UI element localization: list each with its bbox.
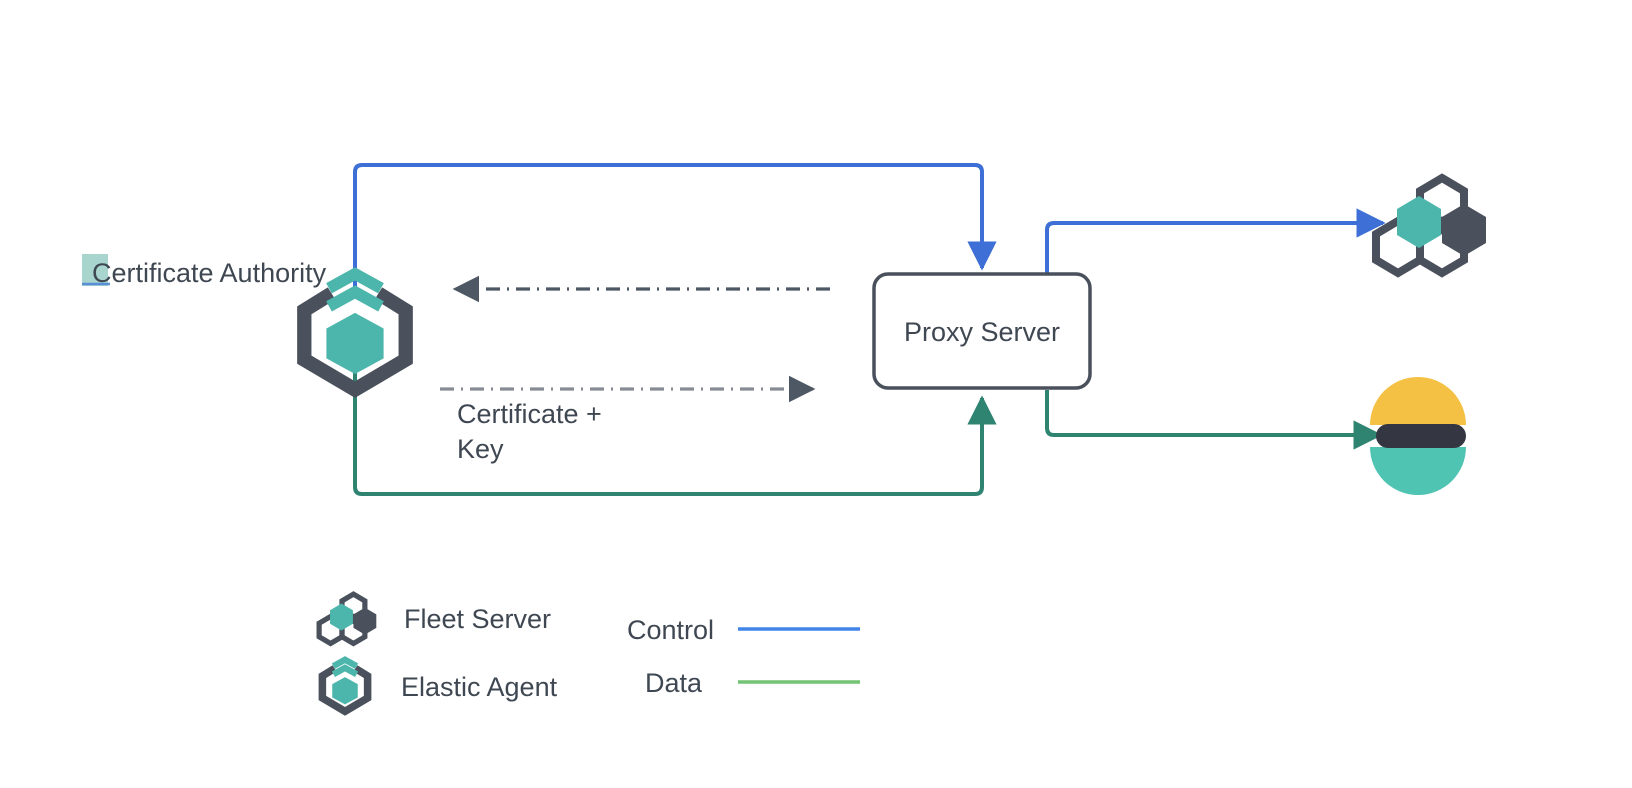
elastic-agent-icon	[297, 267, 413, 398]
fleet-server-icon	[1372, 173, 1486, 278]
proxy-server-label: Proxy Server	[904, 317, 1060, 347]
node-certificate-authority[interactable]: Certificate Authority	[82, 254, 413, 398]
legend-fleet-server-label: Fleet Server	[404, 604, 551, 634]
legend-elastic-agent-label: Elastic Agent	[401, 672, 558, 702]
edge-data-ca-to-proxy	[353, 372, 997, 496]
edge-label-certificate-key: Certificate + Key	[457, 399, 602, 464]
fleet-server-icon	[316, 591, 377, 647]
legend-item-fleet-server: Fleet Server	[316, 591, 551, 647]
elasticsearch-icon	[1370, 377, 1466, 495]
legend-item-control: Control	[627, 615, 860, 645]
legend-item-elastic-agent: Elastic Agent	[318, 656, 558, 716]
edge-control-proxy-to-fleet	[1045, 208, 1386, 274]
edge-data-proxy-to-elasticsearch	[1045, 390, 1383, 450]
certificate-key-line1: Certificate +	[457, 399, 602, 429]
proxy-server-box	[872, 272, 1092, 390]
node-fleet-server[interactable]	[1372, 173, 1486, 278]
certificate-authority-highlight	[82, 254, 108, 286]
legend-control-label: Control	[627, 615, 714, 645]
legend-item-data: Data	[645, 668, 860, 698]
edge-control-ca-to-proxy	[353, 163, 997, 290]
elastic-agent-icon	[318, 656, 372, 716]
certificate-authority-label: Certificate Authority	[92, 258, 327, 288]
node-proxy-server[interactable]: Proxy Server	[872, 272, 1092, 390]
node-elasticsearch[interactable]	[1370, 377, 1466, 495]
certificate-key-line2: Key	[457, 434, 504, 464]
legend: Fleet Server Elastic Agent Control Data	[316, 591, 860, 716]
legend-data-label: Data	[645, 668, 703, 698]
